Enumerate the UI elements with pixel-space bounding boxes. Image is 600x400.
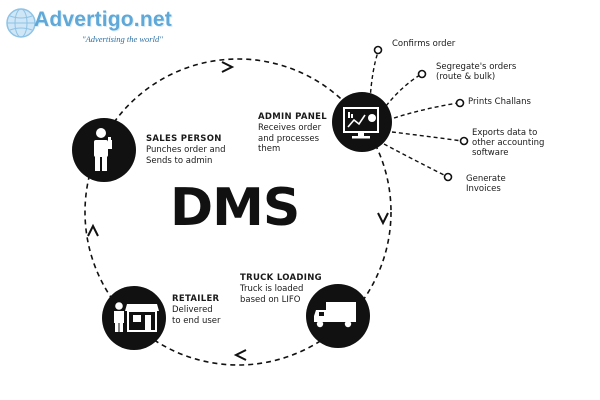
arrow-bottom xyxy=(233,349,247,361)
admin-output-2-line2: (route & bulk) xyxy=(436,72,496,82)
arrow-left xyxy=(87,223,99,237)
admin-output-4-line3: software xyxy=(472,148,509,158)
retailer-title: RETAILER xyxy=(172,294,220,304)
retailer-shop-icon xyxy=(114,302,159,332)
retailer-node xyxy=(102,286,166,350)
admin-panel-desc-line1: Receives order xyxy=(258,123,322,133)
globe-icon xyxy=(6,8,36,38)
arrow-right xyxy=(377,212,389,226)
admin-output-2-line1: Segregate's orders xyxy=(436,62,517,72)
truck-loading-text: TRUCK LOADING Truck is loaded based on L… xyxy=(240,273,322,305)
admin-panel-text: ADMIN PANEL Receives order and processes… xyxy=(258,112,327,155)
admin-panel-desc-line2: and processes xyxy=(258,133,320,144)
admin-output-4-line2: other accounting xyxy=(472,138,545,148)
sales-person-desc-line1: Punches order and xyxy=(146,145,226,155)
admin-output-4-line1: Exports data to xyxy=(472,128,538,138)
truck-loading-desc-line1: Truck is loaded xyxy=(240,284,304,294)
admin-output-5-line2: Invoices xyxy=(466,184,501,194)
retailer-text: RETAILER Delivered to end user xyxy=(172,294,221,326)
watermark-brand: Advertigo.net xyxy=(34,8,172,31)
admin-output-1: Confirms order xyxy=(392,39,455,49)
diagram-title: DMS xyxy=(170,178,300,238)
sales-person-icon xyxy=(94,128,112,171)
retailer-desc-line2: to end user xyxy=(172,315,221,326)
sales-person-node xyxy=(72,118,136,182)
admin-output-3-line1: Prints Challans xyxy=(468,97,531,107)
arrow-top xyxy=(221,61,235,73)
admin-output-5: Generate Invoices xyxy=(466,174,506,194)
watermark-logo: Advertigo.net "Advertising the world" xyxy=(4,6,174,46)
truck-loading-desc-line2: based on LIFO xyxy=(240,294,301,305)
admin-panel-title: ADMIN PANEL xyxy=(258,112,327,122)
dashboard-monitor-icon xyxy=(343,107,379,139)
admin-branches xyxy=(369,51,463,177)
truck-loading-title: TRUCK LOADING xyxy=(240,273,322,283)
admin-panel-node xyxy=(332,92,392,152)
admin-output-2: Segregate's orders (route & bulk) xyxy=(436,62,516,82)
sales-person-desc-line2: Sends to admin xyxy=(146,155,213,166)
cycle-path xyxy=(84,58,392,366)
sales-person-title: SALES PERSON xyxy=(146,134,222,144)
admin-panel-desc-line3: them xyxy=(258,144,281,154)
watermark-tagline: "Advertising the world" xyxy=(82,34,163,44)
sales-person-text: SALES PERSON Punches order and Sends to … xyxy=(146,134,226,166)
admin-output-1-line1: Confirms order xyxy=(392,39,456,49)
retailer-desc-line1: Delivered xyxy=(172,305,213,315)
truck-loading-node xyxy=(306,284,370,348)
admin-output-5-line1: Generate xyxy=(466,174,506,184)
admin-output-3: Prints Challans xyxy=(468,97,531,107)
admin-output-4: Exports data to other accounting softwar… xyxy=(472,128,544,158)
branch-endpoints xyxy=(373,45,469,182)
